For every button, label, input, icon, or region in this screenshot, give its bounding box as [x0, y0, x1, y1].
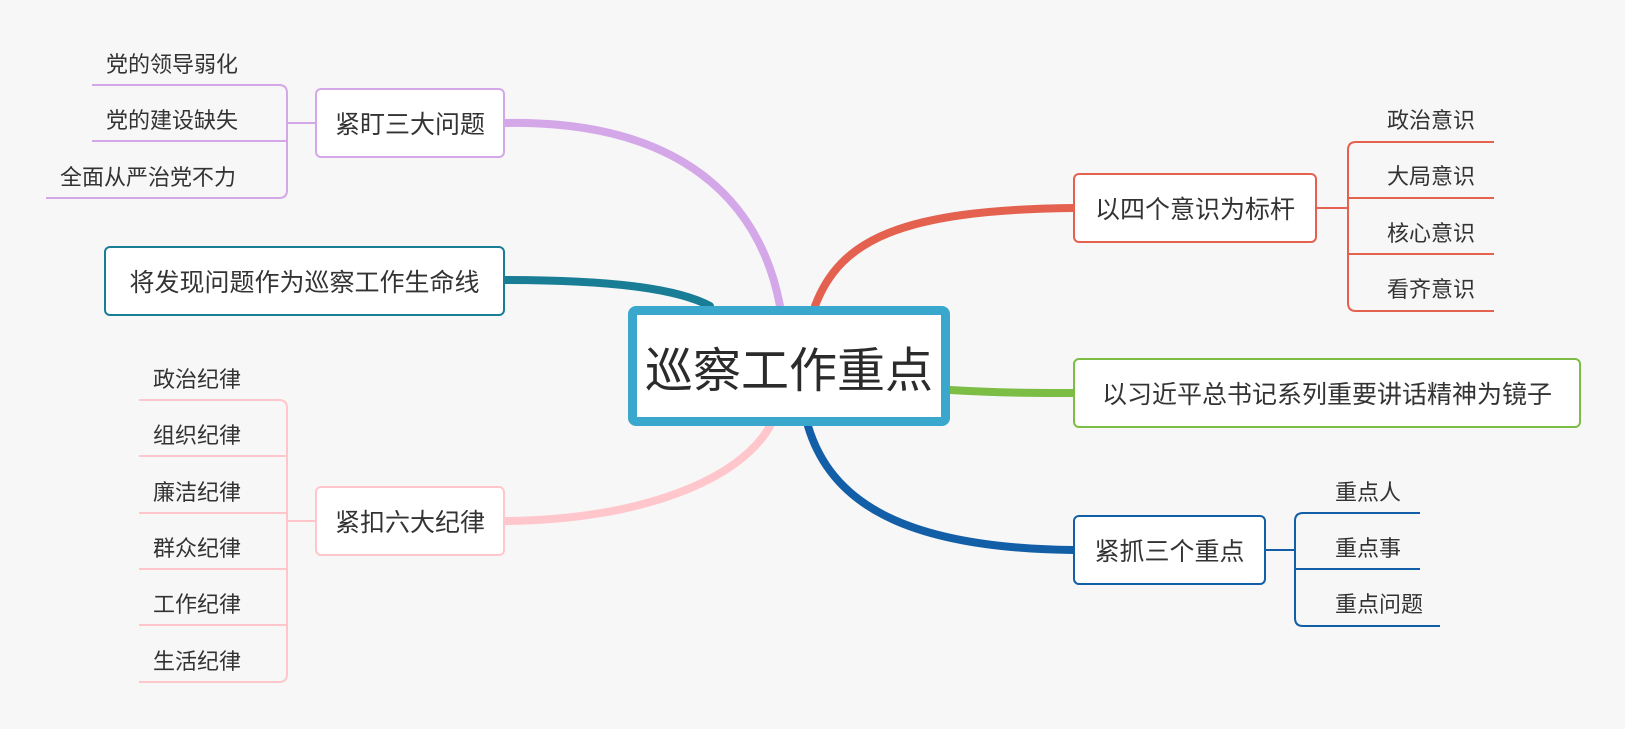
- topic-b6[interactable]: 紧抓三个重点: [1073, 515, 1266, 585]
- b1-child-lines: [46, 84, 315, 199]
- central-topic-label: 巡察工作重点: [644, 343, 933, 399]
- subtopic[interactable]: 组织纪律: [153, 424, 242, 449]
- connector-b2: [501, 276, 714, 310]
- subtopic[interactable]: 重点事: [1335, 537, 1402, 562]
- subtopic[interactable]: 群众纪律: [153, 537, 242, 562]
- subtopic[interactable]: 大局意识: [1387, 165, 1476, 190]
- topic-b5-label: 以习近平总书记系列重要讲话精神为镜子: [1101, 380, 1552, 409]
- topic-b1[interactable]: 紧盯三大问题: [315, 88, 505, 158]
- b3-child-lines: [139, 399, 315, 683]
- topic-b2[interactable]: 将发现问题作为巡察工作生命线: [104, 246, 505, 316]
- subtopic[interactable]: 政治纪律: [153, 368, 242, 393]
- topic-b3-label: 紧扣六大纪律: [334, 508, 485, 537]
- subtopic[interactable]: 政治意识: [1387, 109, 1476, 134]
- subtopic[interactable]: 廉洁纪律: [153, 481, 242, 506]
- connector-b4: [811, 204, 1077, 310]
- subtopic[interactable]: 党的建设缺失: [106, 109, 239, 134]
- topic-b6-label: 紧抓三个重点: [1094, 537, 1245, 566]
- subtopic[interactable]: 工作纪律: [153, 593, 242, 618]
- topic-b4[interactable]: 以四个意识为标杆: [1073, 173, 1317, 243]
- topic-b5[interactable]: 以习近平总书记系列重要讲话精神为镜子: [1073, 358, 1581, 428]
- subtopic[interactable]: 重点问题: [1335, 593, 1424, 618]
- topic-b2-label: 将发现问题作为巡察工作生命线: [129, 268, 480, 297]
- subtopic[interactable]: 看齐意识: [1387, 278, 1476, 303]
- subtopic[interactable]: 全面从严治党不力: [60, 166, 237, 191]
- b4-child-lines: [1317, 141, 1494, 312]
- b6-child-lines: [1266, 512, 1440, 627]
- topic-b1-label: 紧盯三大问题: [334, 110, 485, 139]
- subtopic[interactable]: 党的领导弱化: [106, 53, 239, 78]
- connector-b5: [946, 386, 1077, 397]
- subtopic[interactable]: 重点人: [1335, 481, 1402, 506]
- topic-b4-label: 以四个意识为标杆: [1094, 195, 1295, 224]
- subtopic[interactable]: 生活纪律: [153, 650, 242, 675]
- connector-b1: [501, 118, 784, 310]
- connector-b6: [804, 422, 1077, 554]
- topic-b3[interactable]: 紧扣六大纪律: [315, 486, 505, 556]
- subtopic[interactable]: 核心意识: [1387, 222, 1476, 247]
- central-topic[interactable]: 巡察工作重点: [628, 306, 950, 426]
- connector-b3: [501, 422, 774, 525]
